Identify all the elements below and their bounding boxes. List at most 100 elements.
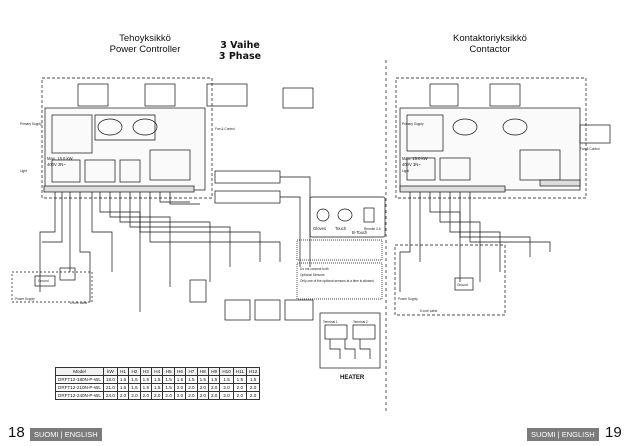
ct-sensor-box-1 <box>429 83 459 107</box>
table-cell: 1.5 <box>139 383 153 392</box>
power-controller-box <box>44 107 206 191</box>
ct-terminal-strip <box>399 185 506 193</box>
table-cell: 2.0 <box>219 383 234 392</box>
note-box-2 <box>296 262 383 300</box>
table-header-cell: H2 <box>128 367 141 376</box>
table-cell: 1.5 <box>232 375 247 384</box>
table-cell: 2.0 <box>232 391 247 400</box>
volts-left: 400V 3N~ <box>47 162 66 167</box>
sensor-box-3 <box>206 83 248 107</box>
table-cell: 2.0 <box>207 383 221 392</box>
table-cell: 24.0 <box>102 391 118 400</box>
ct-relay-b <box>439 157 471 181</box>
fuse-box-left <box>59 267 76 281</box>
right-title-fi: Kontaktoriyksikkö <box>453 33 527 44</box>
not-connected-note: Do not connect both <box>300 267 329 271</box>
table-cell: 21.0 <box>102 383 118 392</box>
table-header-cell: H11 <box>232 367 247 376</box>
ct-knob-right <box>502 118 528 136</box>
table-cell: DRFT12-180N-P-WL <box>55 375 104 384</box>
ground-right: Ground <box>457 283 468 287</box>
table-header-cell: kW <box>102 367 118 376</box>
table-cell: 2.0 <box>185 383 198 392</box>
max-load-left: Max. 15.0 kW <box>47 156 73 161</box>
table-cell: 1.5 <box>128 383 141 392</box>
gloves-label: Gloves <box>313 226 326 231</box>
table-header-cell: H7 <box>185 367 198 376</box>
left-page-number: 18 <box>8 424 25 441</box>
pc-driver <box>149 149 191 181</box>
btouch-label: B-Touch <box>352 230 368 235</box>
cable-connector-1 <box>214 170 281 184</box>
table-header-cell: H5 <box>162 367 175 376</box>
right-title-en: Contactor <box>469 44 511 55</box>
left-language-bar: SUOMI | ENGLISH <box>30 428 102 441</box>
ground-box-left <box>34 275 56 287</box>
table-cell: 2.0 <box>245 383 261 392</box>
table-cell: 1.5 <box>116 375 130 384</box>
note-box-1 <box>296 239 383 261</box>
table-cell: 2.0 <box>128 391 141 400</box>
max-load-right: Max. 15.0 kW <box>402 156 428 161</box>
sensor-tr3 <box>284 299 314 321</box>
touch-panel <box>337 208 353 222</box>
power-supply-left: Power Supply <box>15 297 35 301</box>
left-unit-frame <box>41 77 213 199</box>
right-unit-frame <box>395 77 587 199</box>
primary-supply-left: Primary Supply <box>20 122 42 126</box>
table-cell: 2.0 <box>245 391 261 400</box>
ct-knob-left <box>452 118 478 136</box>
table-header-cell: H9 <box>207 367 221 376</box>
ct-relay-a <box>406 157 436 181</box>
terminal-1-label: Terminal 1 <box>323 320 338 324</box>
table-cell: 2.0 <box>207 391 221 400</box>
pc-relay-c <box>119 159 141 183</box>
remote-panel <box>363 207 375 223</box>
table-header-cell: H12 <box>245 367 261 376</box>
table-cell: 2.0 <box>162 391 175 400</box>
phase-label-en: 3 Phase <box>218 51 262 62</box>
cable-left: 6 core cable <box>70 301 88 305</box>
volts-right: 400V 3N~ <box>402 162 421 167</box>
control-panel-options <box>309 196 386 238</box>
ct-sensor-box-2 <box>489 83 521 107</box>
fan-control-left: Fan & Control <box>215 127 235 131</box>
pc-relay-b <box>84 159 116 183</box>
sensor-tr2 <box>254 299 281 321</box>
table-header-cell: H10 <box>219 367 234 376</box>
sensor-note-box <box>282 87 314 109</box>
fan-control-right: Fan & Control <box>580 147 600 151</box>
table-cell: 1.5 <box>219 375 234 384</box>
optional-sensors-note: Optional Sensors <box>300 273 325 277</box>
terminal-2-label: Terminal 2 <box>353 320 368 324</box>
light-right: Light <box>402 169 409 173</box>
table-cell: DRFT12-240N-P-WL <box>55 391 104 400</box>
table-cell: 18.0 <box>102 375 118 384</box>
table-header-cell: Model <box>55 367 104 376</box>
table-cell: 2.0 <box>116 391 130 400</box>
ct-terminal-strip-2 <box>539 179 581 187</box>
cable-connector-2 <box>214 190 281 204</box>
remote-label: Remote 3-5 <box>364 227 381 231</box>
pc-knob-right <box>132 118 158 136</box>
lamp-sensor <box>189 279 207 303</box>
pc-display <box>51 114 93 154</box>
phase-label: 3 Vaihe 3 Phase <box>210 40 270 62</box>
table-cell: 1.5 <box>162 375 175 384</box>
table-cell: 1.5 <box>139 375 153 384</box>
heater-terminal-1 <box>324 324 348 340</box>
pc-terminal-strip <box>43 185 195 193</box>
table-cell: 2.0 <box>232 383 247 392</box>
left-title-en: Power Controller <box>109 44 181 55</box>
table-cell: 1.5 <box>128 375 141 384</box>
heater-label: HEATER <box>340 375 365 381</box>
phase-label-fi: 3 Vaihe <box>220 40 260 51</box>
ground-box-right <box>454 277 474 291</box>
